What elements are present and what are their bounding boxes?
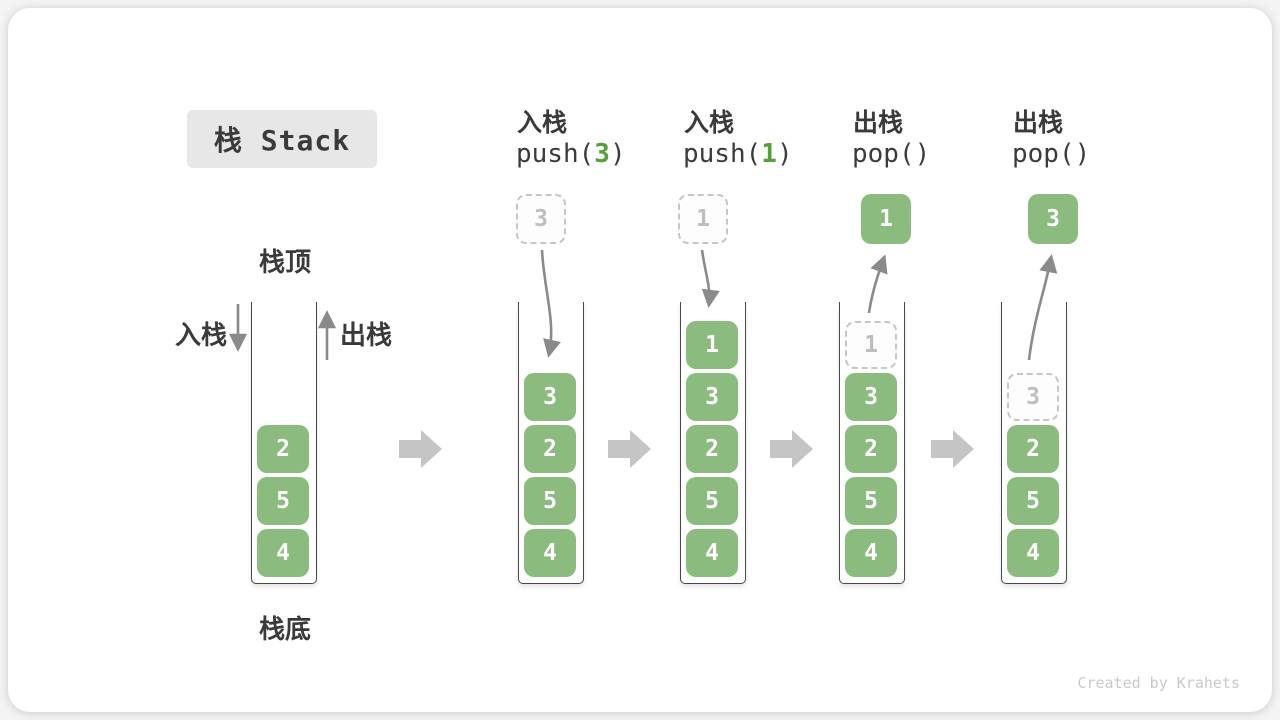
stack-container [518,302,584,584]
stack-bottom-label: 栈底 [258,615,312,645]
stack-cell: 3 [524,373,576,421]
op-name-label: 入栈 [517,108,568,137]
stack-cell: 4 [845,529,897,577]
title-badge: 栈 Stack [187,110,377,168]
stack-cell: 5 [524,477,576,525]
op-name-label: 出栈 [853,108,904,137]
op-name-label: 入栈 [684,108,735,137]
op-code-post: ) [609,139,626,169]
stack-cell: 2 [1007,425,1059,473]
stack-cell: 5 [686,477,738,525]
stack-container [1001,302,1067,584]
stack-cell: 5 [1007,477,1059,525]
stack-cell: 4 [257,529,309,577]
op-code-arg: 3 [594,139,610,169]
stack-cell: 4 [1007,529,1059,577]
stack-cell: 2 [524,425,576,473]
stack-cell: 1 [686,321,738,369]
op-code-post: ) [776,139,793,169]
stack-cell: 4 [524,529,576,577]
op-code-pre: push( [516,139,595,169]
op-code-pre: pop( [852,139,915,169]
stack-container [680,302,746,584]
stack-cell: 3 [686,373,738,421]
op-code-label: push(1) [683,139,793,169]
op-code-label: pop() [852,139,930,169]
op-name-label: 出栈 [1013,108,1064,137]
floating-value-box: 1 [678,194,728,244]
stack-cell: 5 [845,477,897,525]
stack-container [839,302,905,584]
floating-value-box: 3 [516,194,566,244]
floating-value-box: 3 [1028,194,1078,244]
op-code-post: ) [914,139,931,169]
op-code-label: push(3) [516,139,626,169]
stack-cell: 4 [686,529,738,577]
pop-direction-label: 出栈 [340,321,393,351]
op-code-arg: 1 [761,139,777,169]
stack-cell: 5 [257,477,309,525]
op-code-post: ) [1074,139,1091,169]
stack-container [251,302,317,584]
op-code-label: pop() [1012,139,1090,169]
op-code-pre: pop( [1012,139,1075,169]
stack-top-label: 栈顶 [258,248,312,278]
stack-cell: 2 [845,425,897,473]
stack-cell: 2 [686,425,738,473]
stack-cell-ghost: 3 [1007,373,1059,421]
stack-cell: 2 [257,425,309,473]
watermark: Created by Krahets [1077,674,1240,692]
title-label: 栈 Stack [213,124,351,157]
op-code-pre: push( [683,139,762,169]
floating-value-box: 1 [861,194,911,244]
push-direction-label: 入栈 [175,321,228,351]
stack-cell-ghost: 1 [845,321,897,369]
stack-cell: 3 [845,373,897,421]
